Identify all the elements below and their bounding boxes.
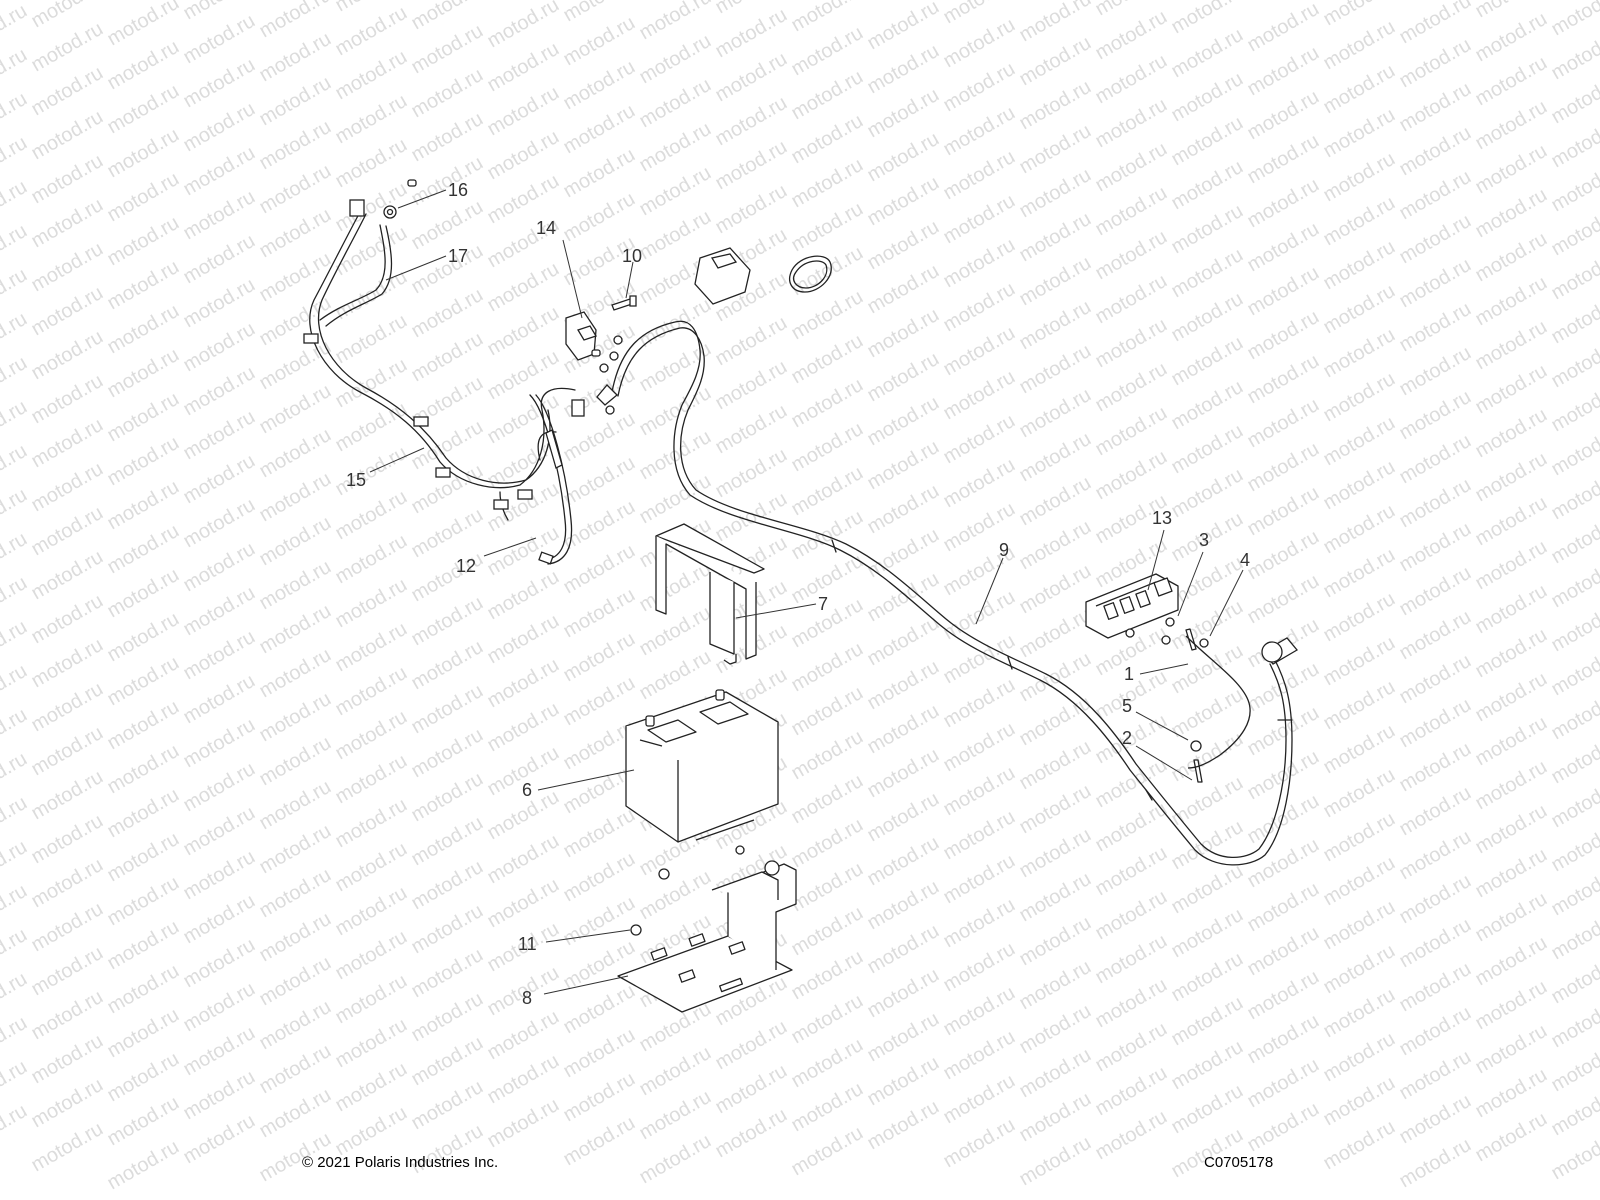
callout-5: 5 <box>1122 696 1132 716</box>
callout-3: 3 <box>1199 530 1209 550</box>
leader-lines <box>369 189 1244 995</box>
drawing-number: C0705178 <box>1204 1154 1274 1171</box>
callout-16: 16 <box>448 180 468 200</box>
watermark-text: motod.ru <box>0 1100 31 1159</box>
battery-tray <box>617 845 797 1013</box>
callout-12: 12 <box>456 556 476 576</box>
copyright-text: © 2021 Polaris Industries Inc. <box>302 1154 499 1171</box>
fuse-block <box>1085 573 1251 783</box>
relay-bracket <box>565 295 637 373</box>
hold-down-bracket <box>655 523 765 665</box>
callout-14: 14 <box>536 218 556 238</box>
callout-17: 17 <box>448 246 468 266</box>
callout-4: 4 <box>1240 550 1250 570</box>
callout-9: 9 <box>999 540 1009 560</box>
callout-10: 10 <box>622 246 642 266</box>
callout-2: 2 <box>1122 728 1132 748</box>
callout-11: 11 <box>518 934 537 954</box>
callout-7: 7 <box>818 594 828 614</box>
battery <box>625 689 779 843</box>
grommet <box>789 255 832 293</box>
callout-1: 1 <box>1124 664 1134 684</box>
watermark-text: motod.ru <box>1548 0 1600 40</box>
callout-numbers: 16 17 14 10 15 12 7 9 13 3 4 1 5 2 6 11 … <box>346 180 1250 1008</box>
callout-6: 6 <box>522 780 532 800</box>
callout-13: 13 <box>1152 508 1172 528</box>
battery-cable <box>596 247 1298 866</box>
wiring-harness <box>303 179 585 565</box>
callout-8: 8 <box>522 988 532 1008</box>
callout-15: 15 <box>346 470 366 490</box>
